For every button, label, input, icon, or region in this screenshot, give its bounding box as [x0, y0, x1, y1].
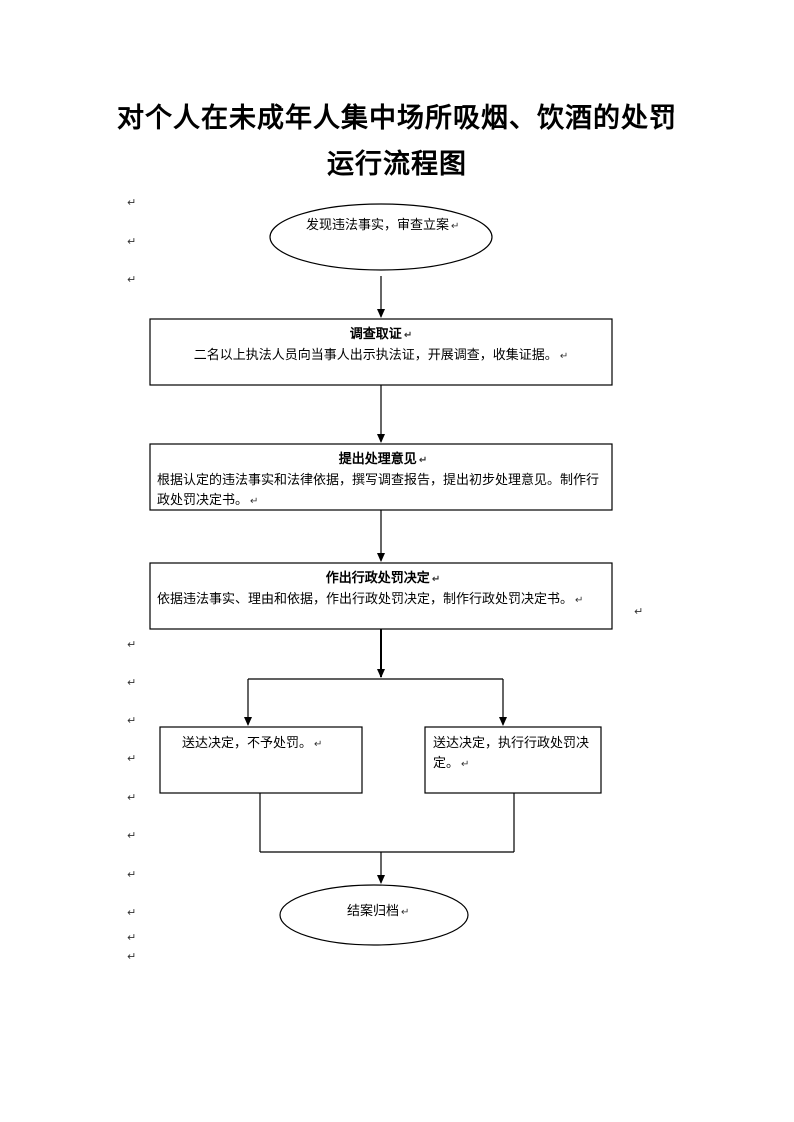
step2-body: 根据认定的违法事实和法律依据，撰写调查报告，提出初步处理意见。制作行政处罚决定书…: [157, 473, 600, 508]
end-node-shape: [279, 884, 469, 946]
paragraph-mark: ↵: [250, 496, 259, 507]
step1-label: 调查取证↵ 二名以上执法人员向当事人出示执法证，开展调查，收集证据。↵: [156, 325, 606, 367]
step3-label: 作出行政处罚决定↵ 依据违法事实、理由和依据，作出行政处罚决定，制作行政处罚决定…: [157, 569, 609, 611]
paragraph-mark: ↵: [403, 330, 413, 341]
step1-body-line: 二名以上执法人员向当事人出示执法证，开展调查，收集证据。↵: [156, 346, 606, 367]
branch-left-box: [159, 726, 363, 794]
step3-heading-line: 作出行政处罚决定↵: [157, 569, 609, 590]
paragraph-mark: ↵: [401, 907, 410, 918]
step1-heading: 调查取证: [349, 327, 402, 342]
paragraph-mark: ↵: [127, 752, 137, 765]
paragraph-mark: ↵: [127, 273, 137, 286]
page-subtitle: 运行流程图: [327, 149, 467, 180]
paragraph-mark: ↵: [451, 221, 460, 232]
step2-body-line: 根据认定的违法事实和法律依据，撰写调查报告，提出初步处理意见。制作行政处罚决定书…: [157, 471, 609, 512]
step2-heading-line: 提出处理意见↵: [157, 450, 609, 471]
step3-body-line: 依据违法事实、理由和依据，作出行政处罚决定，制作行政处罚决定书。↵: [157, 590, 609, 611]
paragraph-mark: ↵: [127, 791, 137, 804]
paragraph-mark: ↵: [127, 196, 137, 209]
paragraph-mark: ↵: [127, 714, 137, 727]
paragraph-mark: ↵: [127, 829, 137, 842]
paragraph-mark: ↵: [127, 235, 137, 248]
paragraph-mark: ↵: [575, 595, 584, 606]
paragraph-mark: ↵: [314, 739, 323, 750]
branch-left-text: 送达决定，不予处罚。: [182, 736, 313, 751]
step2-label: 提出处理意见↵ 根据认定的违法事实和法律依据，撰写调查报告，提出初步处理意见。制…: [157, 450, 609, 512]
paragraph-mark: ↵: [127, 638, 137, 651]
paragraph-mark: ↵: [431, 574, 441, 585]
step1-body: 二名以上执法人员向当事人出示执法证，开展调查，收集证据。: [193, 348, 558, 363]
start-node-text: 发现违法事实，审查立案: [306, 218, 450, 233]
step3-heading: 作出行政处罚决定: [325, 571, 430, 586]
branch-right-box: [424, 726, 602, 794]
branch-right-text: 送达决定，执行行政处罚决定。: [433, 736, 590, 771]
paragraph-mark: ↵: [127, 950, 137, 963]
branch-left-label: 送达决定，不予处罚。↵: [182, 734, 357, 755]
paragraph-mark: ↵: [559, 351, 569, 362]
paragraph-mark: ↵: [418, 455, 428, 466]
paragraph-mark: ↵: [127, 868, 137, 881]
paragraph-mark: ↵: [634, 605, 644, 618]
step3-body: 依据违法事实、理由和依据，作出行政处罚决定，制作行政处罚决定书。: [157, 592, 574, 607]
paragraph-mark: ↵: [461, 759, 470, 770]
page-title: 对个人在未成年人集中场所吸烟、饮酒的处罚: [117, 103, 677, 134]
paragraph-mark: ↵: [127, 676, 137, 689]
step3-box: [149, 562, 613, 630]
step2-heading: 提出处理意见: [338, 452, 417, 467]
paragraph-mark: ↵: [127, 931, 137, 944]
paragraph-mark: ↵: [127, 906, 137, 919]
step2-box: [149, 443, 613, 511]
end-node-label: 结案归档↵: [347, 902, 409, 923]
branch-right-label: 送达决定，执行行政处罚决定。↵: [433, 734, 595, 775]
start-node-shape: [269, 203, 493, 271]
end-node-text: 结案归档: [347, 904, 400, 919]
step1-heading-line: 调查取证↵: [156, 325, 606, 346]
start-node-label: 发现违法事实，审查立案↵: [306, 216, 459, 237]
